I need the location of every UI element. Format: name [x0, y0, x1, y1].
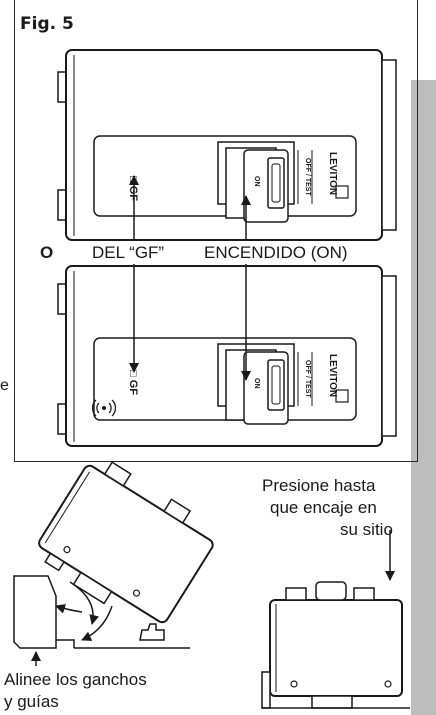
align-instruction-line1: Alinee los ganchos — [4, 670, 147, 689]
on-label-top: ON — [253, 176, 260, 187]
gf-callout-label: DEL “GF” — [92, 243, 165, 262]
mounting-rail-left — [13, 575, 190, 666]
press-instruction-line3: su sitio — [340, 520, 393, 539]
press-instruction-line2: que encaje en — [270, 498, 377, 517]
figure-panel — [14, 0, 418, 462]
align-instruction-line2: y guías — [4, 692, 59, 711]
on-label-bottom: ON — [253, 378, 260, 389]
watermark-band — [411, 80, 436, 715]
on-callout-label: ENCENDIDO (ON) — [204, 243, 348, 262]
press-instruction-line1: Presione hasta — [262, 476, 376, 495]
tilted-breaker — [38, 461, 214, 624]
callout-arrows — [129, 175, 251, 381]
gf-label-bottom: □ GF — [127, 370, 139, 395]
breaker-top: ON OFF / TEST LEVITON □ GF — [57, 49, 397, 241]
gf-label-top: □ GF — [127, 176, 139, 201]
figure-title: Fig. 5 — [20, 14, 74, 34]
seated-breaker — [261, 530, 410, 709]
brand-label-bottom: LEVITON — [327, 354, 338, 397]
wireless-icon — [91, 399, 117, 417]
brand-label-top: LEVITON — [327, 152, 338, 195]
or-label: O — [40, 243, 54, 262]
breaker-bottom: ON OFF / TEST LEVITON □ GF — [57, 265, 397, 447]
off-test-label-top: OFF / TEST — [304, 158, 311, 196]
edge-letter: e — [0, 377, 9, 394]
off-test-label-bottom: OFF / TEST — [304, 360, 311, 398]
